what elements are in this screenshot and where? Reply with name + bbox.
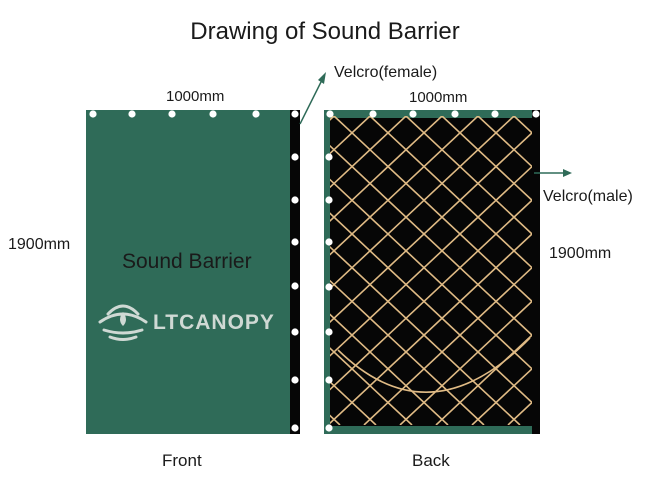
net-line xyxy=(330,116,479,256)
grommet-icon xyxy=(209,110,217,118)
net-line xyxy=(330,347,413,425)
front-top-grommets xyxy=(89,110,299,118)
net-line xyxy=(330,165,532,357)
back-panel xyxy=(0,110,650,434)
front-panel-text: Sound Barrier xyxy=(122,250,252,273)
grommet-icon xyxy=(291,153,299,161)
velcro-female-label: Velcro(female) xyxy=(334,64,438,81)
velcro-male-label: Velcro(male) xyxy=(543,188,633,205)
grommet-icon xyxy=(325,196,333,204)
grommet-icon xyxy=(291,196,299,204)
net-line xyxy=(441,116,532,202)
net-line xyxy=(330,116,407,189)
net-line xyxy=(333,116,532,303)
back-height-label: 1900mm xyxy=(549,245,612,262)
grommet-icon xyxy=(325,283,333,291)
grommet-icon xyxy=(291,110,299,118)
front-panel-body xyxy=(86,110,292,434)
net-line xyxy=(330,313,449,425)
net-line xyxy=(405,116,532,236)
back-top-hem xyxy=(324,110,532,118)
net-line xyxy=(330,116,515,290)
net-line xyxy=(330,212,532,404)
front-side-grommets xyxy=(291,153,299,432)
net-line xyxy=(435,334,532,425)
grommet-icon xyxy=(369,110,377,118)
grommet-icon xyxy=(291,424,299,432)
grommet-icon xyxy=(532,110,540,118)
net-line xyxy=(330,178,532,370)
net-line xyxy=(330,232,532,425)
back-panel-body xyxy=(324,110,540,434)
grommet-icon xyxy=(325,328,333,336)
net-line xyxy=(330,199,532,391)
net-line xyxy=(622,116,650,425)
net-line xyxy=(330,116,443,222)
front-velcro-strip xyxy=(290,110,300,434)
back-width-label: 1000mm xyxy=(409,89,468,106)
net-line xyxy=(550,116,650,425)
grommet-icon xyxy=(291,328,299,336)
net-curve xyxy=(337,337,531,393)
grommet-icon xyxy=(409,110,417,118)
grommet-icon xyxy=(451,110,459,118)
net-line xyxy=(471,367,532,425)
front-panel xyxy=(86,110,300,434)
net-line xyxy=(399,300,532,425)
net-line xyxy=(0,116,10,425)
back-bottom-hem xyxy=(324,426,532,434)
grommet-icon xyxy=(291,376,299,384)
net-line xyxy=(0,116,82,425)
back-side-grommets xyxy=(325,153,333,432)
net-line xyxy=(0,116,46,425)
grommet-icon xyxy=(326,110,334,118)
reinforcement-net xyxy=(0,116,650,425)
back-caption: Back xyxy=(412,451,450,470)
net-line xyxy=(363,266,532,425)
grommet-icon xyxy=(291,238,299,246)
grommet-icon xyxy=(128,110,136,118)
grommet-icon xyxy=(291,282,299,290)
ltcanopy-logo-icon xyxy=(98,304,148,341)
callout-arrow-icon xyxy=(534,169,572,177)
net-line xyxy=(369,116,532,269)
net-line xyxy=(330,144,532,337)
front-caption: Front xyxy=(162,451,202,470)
front-height-label: 1900mm xyxy=(8,236,71,253)
front-width-label: 1000mm xyxy=(166,88,225,105)
net-line xyxy=(586,116,650,425)
logo-text: LTCANOPY xyxy=(153,311,275,334)
net-line xyxy=(330,279,485,425)
grommet-icon xyxy=(89,110,97,118)
grommet-icon xyxy=(325,238,333,246)
back-left-hem xyxy=(324,110,330,434)
grommet-icon xyxy=(491,110,499,118)
grommet-icon xyxy=(252,110,260,118)
grommet-icon xyxy=(325,376,333,384)
net-line xyxy=(330,245,521,425)
back-top-grommets xyxy=(326,110,540,118)
callout-arrow-icon xyxy=(299,72,326,125)
diagram-title: Drawing of Sound Barrier xyxy=(190,18,460,45)
grommet-icon xyxy=(325,153,333,161)
net-line xyxy=(330,131,532,324)
grommet-icon xyxy=(168,110,176,118)
grommet-icon xyxy=(325,424,333,432)
